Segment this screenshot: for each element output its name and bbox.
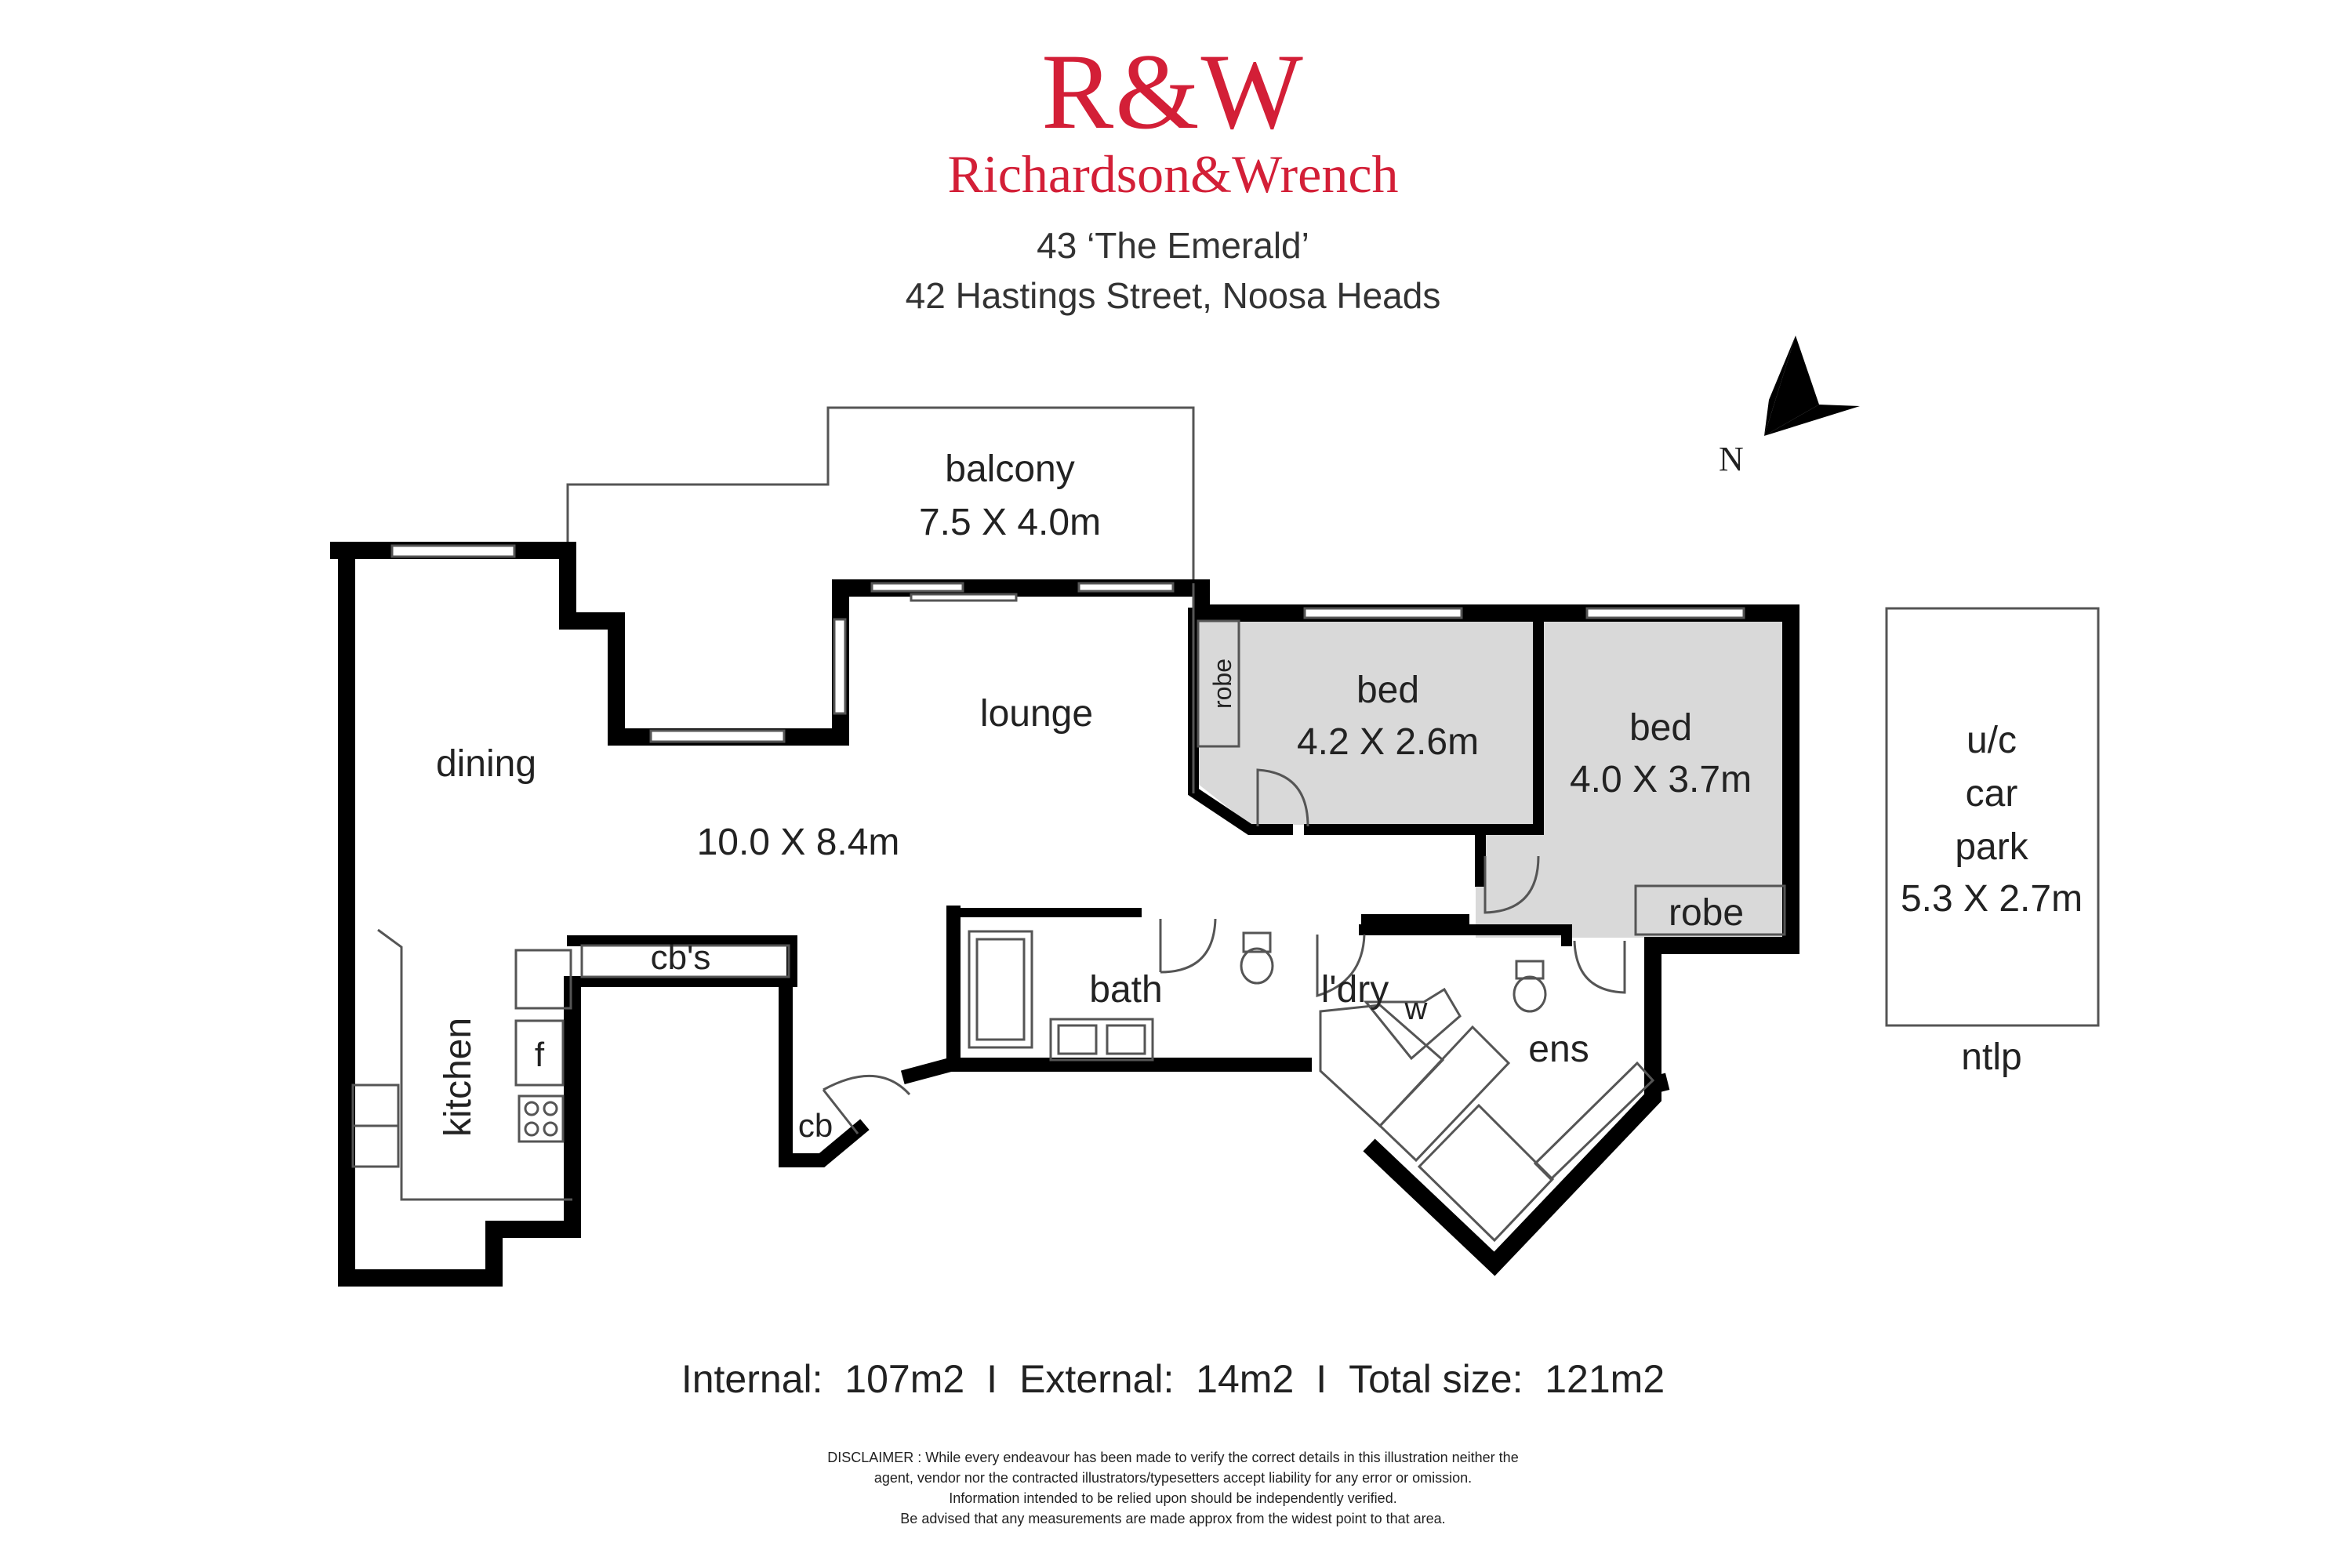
fridge-label: f — [535, 1036, 545, 1074]
bed2-robe-label: robe — [1669, 892, 1744, 934]
carpark-note: ntlp — [1961, 1036, 2021, 1078]
bed2-size: 4.0 X 3.7m — [1570, 759, 1752, 800]
bath-vanity — [1049, 1018, 1154, 1062]
carpark-line3: park — [1955, 826, 2028, 868]
bath-tub-inner — [975, 938, 1026, 1041]
window-bed1 — [1303, 607, 1463, 619]
carpark-line2: car — [1966, 773, 2018, 815]
cbs-label: cb's — [651, 938, 711, 977]
balcony-label: balcony — [945, 448, 1074, 490]
door-slider-left — [870, 582, 964, 593]
wall-left — [338, 542, 581, 1287]
washer-box — [1363, 987, 1462, 1061]
wall-bath-bottom — [900, 1058, 1312, 1085]
ensuite-vanity — [1533, 1061, 1655, 1181]
ensuite-bath — [1378, 1025, 1511, 1163]
address-street: 42 Hastings Street, Noosa Heads — [905, 275, 1441, 316]
wall-cbs — [567, 935, 797, 987]
area-summary: Internal: 107m2 I External: 14m2 I Total siz… — [0, 1356, 2346, 1402]
bed1-door-swing — [1256, 768, 1309, 827]
washer-label: w — [1404, 992, 1428, 1026]
bath-door-swing — [1160, 918, 1217, 974]
wall-ensuite-right — [1363, 1073, 1661, 1276]
door-slider-right — [1077, 582, 1175, 593]
external-area: External: 14m2 — [1019, 1357, 1295, 1401]
cb-label: cb — [798, 1107, 833, 1144]
area-separator: I — [1316, 1357, 1327, 1401]
bath-label: bath — [1089, 969, 1162, 1011]
bed2-label: bed — [1629, 707, 1692, 749]
wall-ensuite-top — [1359, 924, 1572, 946]
balcony-outline — [566, 406, 1195, 583]
wall-cb-lower — [779, 978, 870, 1167]
ensuite-door-swing — [1573, 940, 1626, 994]
kitchen-bench — [377, 928, 572, 1201]
total-area: Total size: 121m2 — [1349, 1357, 1665, 1401]
door-slider-mid — [910, 593, 1018, 602]
robe-bed2 — [1634, 884, 1786, 936]
fridge-box — [514, 1019, 565, 1087]
brand-logo-name: Richardson&Wrench — [947, 144, 1399, 204]
window-dining — [390, 544, 516, 558]
carpark-box — [1885, 607, 2100, 1027]
kitchen-label: kitchen — [438, 1018, 479, 1137]
cooktop — [518, 1094, 565, 1143]
north-compass-icon: N — [1719, 336, 1860, 478]
entry-door-swing — [822, 1075, 911, 1134]
bed2-door-swing — [1484, 855, 1540, 914]
bath-toilet — [1242, 931, 1272, 953]
carpark-line1: u/c — [1966, 720, 2017, 761]
address-unit: 43 ‘The Emerald’ — [1037, 225, 1309, 266]
bed1-fill — [1198, 621, 1534, 825]
bath-tub — [968, 930, 1033, 1049]
disclaimer-line: Be advised that any measurements are mad… — [900, 1511, 1446, 1526]
bed1-robe-label: robe — [1208, 659, 1237, 709]
ensuite-toilet — [1515, 960, 1545, 980]
brand-logo-mark: R&W — [1041, 31, 1305, 151]
window-bay-side — [833, 618, 847, 715]
disclaimer-line: agent, vendor nor the contracted illustr… — [873, 1470, 1473, 1486]
robe-bed1 — [1197, 619, 1240, 748]
kitchen-cabinet-top — [514, 949, 572, 1010]
window-bed2 — [1585, 607, 1745, 619]
laundry-label: l'dry — [1321, 969, 1389, 1011]
dining-label: dining — [436, 743, 536, 785]
internal-area: Internal: 107m2 — [681, 1357, 965, 1401]
dining-size: 10.0 X 8.4m — [697, 822, 900, 863]
disclaimer: DISCLAIMER : While every endeavour has b… — [0, 1447, 2346, 1529]
lounge-label: lounge — [980, 693, 1093, 735]
wall-top-dining — [330, 542, 1210, 746]
carpark-size: 5.3 X 2.7m — [1901, 878, 2083, 920]
bed1-label: bed — [1356, 670, 1419, 711]
bed1-size: 4.2 X 2.6m — [1297, 721, 1479, 763]
bed2-fill — [1476, 621, 1792, 938]
disclaimer-line: Information intended to be relied upon s… — [949, 1490, 1397, 1506]
ensuite-label: ens — [1528, 1029, 1589, 1070]
balcony-size: 7.5 X 4.0m — [919, 502, 1101, 543]
area-separator: I — [986, 1357, 998, 1401]
cbs-cabinet — [580, 944, 790, 978]
disclaimer-line: DISCLAIMER : While every endeavour has b… — [827, 1450, 1519, 1465]
laundry-door-swing — [1316, 934, 1366, 998]
window-lounge-bay — [649, 729, 786, 743]
compass-label: N — [1719, 440, 1744, 478]
